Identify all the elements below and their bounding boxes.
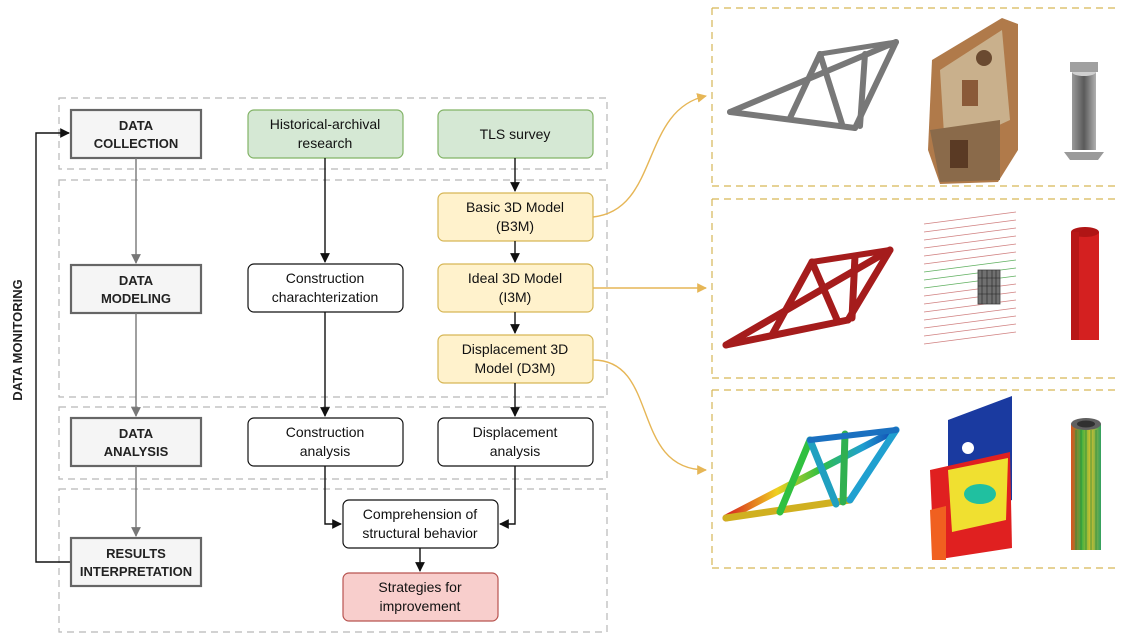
stage-line-2: COLLECTION	[94, 136, 179, 151]
box-displacement-3d-model: Displacement 3D Model (D3M)	[437, 334, 594, 384]
stage-line-2: ANALYSIS	[104, 444, 169, 459]
phase-group-interpretation	[58, 488, 608, 633]
box-line-1: Construction	[286, 270, 365, 286]
point-cloud-row	[727, 18, 1104, 184]
box-line-2: (I3M)	[499, 289, 532, 305]
box-basic-3d-model: Basic 3D Model (B3M)	[437, 192, 594, 242]
box-line-1: Displacement	[473, 424, 558, 440]
box-line-2: research	[298, 135, 352, 151]
box-line-1: Displacement 3D	[462, 341, 569, 357]
box-line-1: TLS survey	[480, 126, 551, 142]
displacement-row	[722, 396, 1101, 560]
phase-group-modeling	[58, 179, 608, 398]
box-line-2: charachterization	[272, 289, 379, 305]
roof-truss-displacement-map-image	[722, 426, 900, 522]
box-line-2: analysis	[490, 443, 541, 459]
box-line-1: Strategies for	[378, 579, 462, 595]
stage-line-2: MODELING	[101, 291, 171, 306]
stage-data-modeling: DATA MODELING	[69, 263, 203, 315]
box-line-2: improvement	[380, 598, 461, 614]
box-line-2: (B3M)	[496, 218, 534, 234]
stage-data-analysis: DATA ANALYSIS	[69, 416, 203, 468]
box-construction-charachterization: Construction charachterization	[247, 263, 404, 313]
phase-group-analysis	[58, 406, 608, 480]
roof-truss-point-cloud-image	[727, 39, 899, 131]
box-displacement-analysis: Displacement analysis	[437, 417, 594, 467]
data-monitoring-label: DATA MONITORING	[10, 279, 25, 401]
facade-point-cloud-image	[928, 18, 1018, 184]
box-ideal-3d-model: Ideal 3D Model (I3M)	[437, 263, 594, 313]
stage-data-collection: DATA COLLECTION	[69, 108, 203, 160]
box-line-2: structural behavior	[362, 525, 478, 541]
box-comprehension-structural-behavior: Comprehension of structural behavior	[342, 499, 499, 549]
flow-arrows	[320, 158, 520, 572]
box-line-1: Construction	[286, 424, 365, 440]
stage-line-1: RESULTS	[106, 546, 166, 561]
stage-line-1: DATA	[119, 118, 154, 133]
box-line-1: Ideal 3D Model	[468, 270, 562, 286]
facade-wireframe-model-image	[923, 211, 1017, 345]
box-line-1: Basic 3D Model	[466, 199, 564, 215]
ideal-model-row	[722, 211, 1099, 349]
stage-line-1: DATA	[119, 426, 154, 441]
image-row-frames	[711, 7, 1118, 569]
column-ideal-model-image	[1071, 227, 1099, 340]
box-line-1: Historical-archival	[270, 116, 380, 132]
column-displacement-map-image	[1071, 418, 1101, 550]
box-line-2: analysis	[300, 443, 351, 459]
stage-results-interpretation: RESULTS INTERPRETATION	[69, 536, 203, 588]
box-historical-archival-research: Historical-archival research	[247, 109, 404, 159]
box-line-1: Comprehension of	[363, 506, 478, 522]
image-connectors	[592, 93, 707, 475]
box-line-2: Model (D3M)	[475, 360, 556, 376]
stage-line-1: DATA	[119, 273, 154, 288]
box-strategies-for-improvement: Strategies for improvement	[342, 572, 499, 622]
facade-displacement-map-image	[930, 396, 1012, 560]
roof-truss-ideal-model-image	[722, 246, 894, 349]
stage-line-2: INTERPRETATION	[80, 564, 192, 579]
box-construction-analysis: Construction analysis	[247, 417, 404, 467]
box-tls-survey: TLS survey	[437, 109, 594, 159]
monitoring-feedback-arrow	[35, 128, 70, 563]
column-point-cloud-image	[1064, 62, 1104, 160]
